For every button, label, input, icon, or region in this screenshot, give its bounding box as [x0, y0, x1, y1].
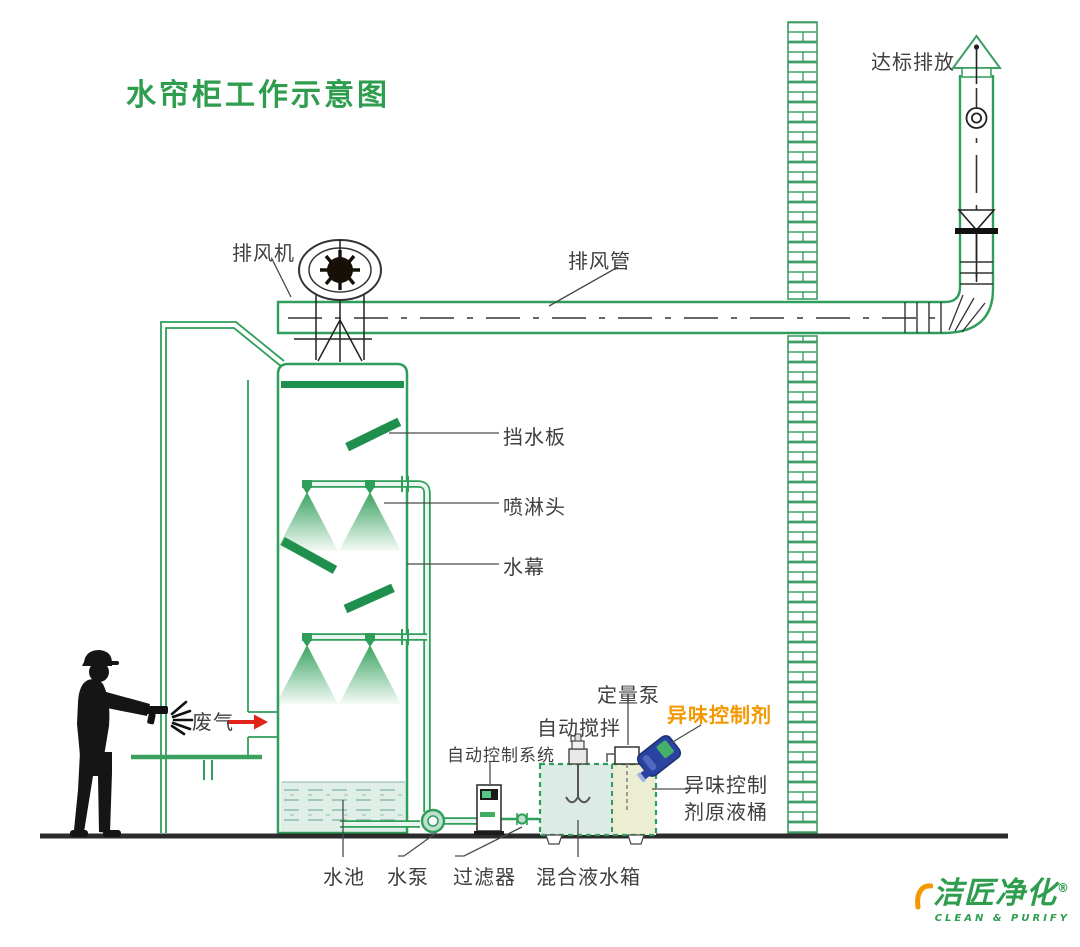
metering-pump-label: 定量泵 [597, 683, 660, 707]
spray-gun-icon [144, 700, 194, 736]
exhaust-duct-shape [276, 34, 1002, 335]
exhaust-fan-icon [294, 239, 382, 362]
filter-icon [516, 813, 528, 825]
logo-swoosh-icon [915, 883, 933, 910]
spray-tower [276, 362, 409, 835]
spray-nozzle-icons [302, 480, 375, 647]
metering-pump-icon [606, 746, 640, 810]
water-pump-label: 水泵 [387, 865, 429, 889]
brick-wall [787, 21, 818, 834]
spray-booth [131, 321, 285, 833]
water-pool-label: 水池 [323, 865, 365, 889]
water-baffle-label: 挡水板 [503, 425, 566, 449]
waste-gas-label: 废气 [192, 710, 234, 734]
mixing-tank-label: 混合液水箱 [536, 865, 641, 889]
mixing-tank-shape [538, 733, 682, 845]
odor-agent-tank-label-line1: 异味控制 [684, 773, 768, 797]
exhaust-fan-label: 排风机 [232, 241, 295, 265]
worker-silhouette [70, 650, 150, 837]
agent-jug-icon [636, 735, 682, 783]
logo-name-wrap: 洁匠净化® [915, 868, 1070, 912]
water-curtain-label: 水幕 [503, 555, 545, 579]
water-pump-icon [420, 808, 446, 834]
filter-label: 过滤器 [453, 865, 516, 889]
brand-logo: 洁匠净化® CLEAN & PURIFY [898, 868, 1070, 924]
logo-name: 洁匠净化 [933, 876, 1057, 911]
compliant-discharge-label: 达标排放 [871, 50, 955, 74]
exhaust-duct-label: 排风管 [568, 249, 631, 273]
page-title: 水帘柜工作示意图 [126, 78, 390, 113]
control-cabinet-icon [474, 784, 504, 835]
logo-tagline: CLEAN & PURIFY [934, 913, 1070, 924]
auto-stirring-label: 自动搅拌 [537, 716, 621, 740]
leader-lines [271, 258, 702, 857]
spray-cones [276, 492, 401, 704]
odor-agent-tank-label-line2: 剂原液桶 [684, 800, 768, 824]
auto-control-system-label: 自动控制系统 [447, 746, 555, 766]
registered-mark: ® [1057, 881, 1070, 895]
odor-agent-tank-label: 异味控制 剂原液桶 [684, 772, 768, 826]
water-piping [302, 476, 539, 828]
stirrer-icon [565, 733, 591, 804]
spray-nozzle-label: 喷淋头 [503, 495, 566, 519]
waste-gas-arrow [228, 714, 268, 730]
top-band [281, 381, 404, 388]
odor-control-agent-label: 异味控制剂 [667, 703, 772, 727]
